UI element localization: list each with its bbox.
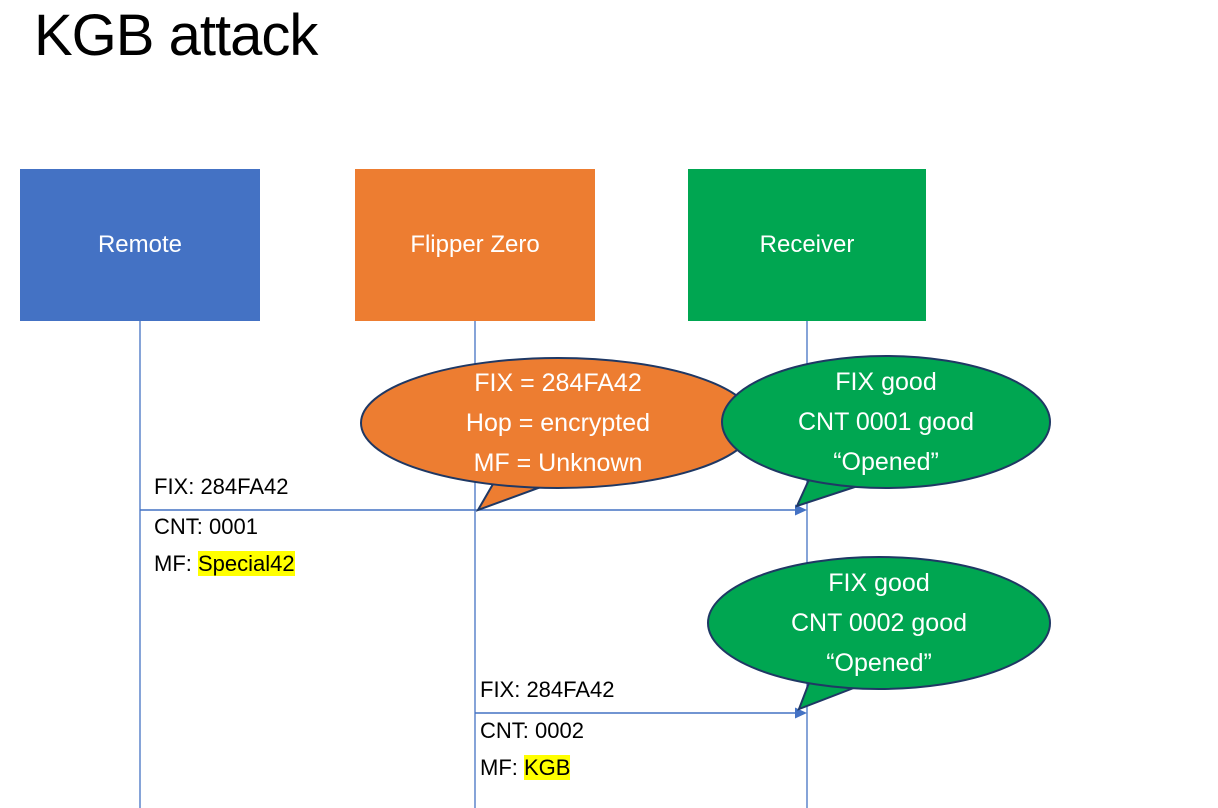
message-1-mf-prefix: MF: <box>154 551 198 576</box>
callout-line: Hop = encrypted <box>465 409 651 437</box>
callout-line: FIX good <box>828 569 930 597</box>
message-1-mf-highlight: Special42 <box>198 551 295 576</box>
callout-receiver-response-2: FIX good CNT 0002 good “Opened” <box>702 552 1054 714</box>
callout-text: FIX = 284FA42 Hop = encrypted MF = Unkno… <box>361 358 755 488</box>
callout-line: MF = Unknown <box>473 449 643 477</box>
message-arrow-1-head <box>795 504 807 516</box>
callout-bubble <box>721 355 1051 489</box>
actor-box-receiver: Receiver <box>688 169 926 321</box>
message-1-mf-label: MF: Special42 <box>154 551 295 577</box>
message-2-mf-highlight: KGB <box>524 755 571 780</box>
callout-receiver-response-2-shape <box>707 556 1051 711</box>
page-title: KGB attack <box>34 3 318 68</box>
message-2-mf-label: MF: KGB <box>480 755 571 781</box>
message-2-cnt-label: CNT: 0002 <box>480 718 584 743</box>
callout-line: CNT 0002 good <box>790 609 968 637</box>
actor-label-receiver: Receiver <box>759 231 855 258</box>
callout-line: “Opened” <box>826 649 932 677</box>
callout-text: FIX good CNT 0001 good “Opened” <box>722 356 1050 488</box>
message-2-mf-prefix: MF: <box>480 755 524 780</box>
message-1-fix-label: FIX: 284FA42 <box>154 474 289 499</box>
actor-label-flipper-zero: Flipper Zero <box>410 231 540 258</box>
callout-line: CNT 0001 good <box>797 408 975 436</box>
callout-text: FIX good CNT 0002 good “Opened” <box>708 557 1050 689</box>
callout-line: FIX = 284FA42 <box>474 369 642 397</box>
callout-flipper-analysis: FIX = 284FA42 Hop = encrypted MF = Unkno… <box>355 352 765 517</box>
callout-line: “Opened” <box>833 448 939 476</box>
actor-label-remote: Remote <box>97 231 183 258</box>
callout-receiver-response-1-shape <box>721 355 1051 508</box>
message-1-cnt-label: CNT: 0001 <box>154 514 258 539</box>
actor-box-flipper-zero: Flipper Zero <box>355 169 595 321</box>
callout-receiver-response-1: FIX good CNT 0001 good “Opened” <box>715 348 1060 513</box>
callout-line: FIX good <box>835 368 937 396</box>
callout-bubble <box>707 556 1051 690</box>
actor-box-remote: Remote <box>20 169 260 321</box>
message-2-fix-label: FIX: 284FA42 <box>480 677 615 702</box>
